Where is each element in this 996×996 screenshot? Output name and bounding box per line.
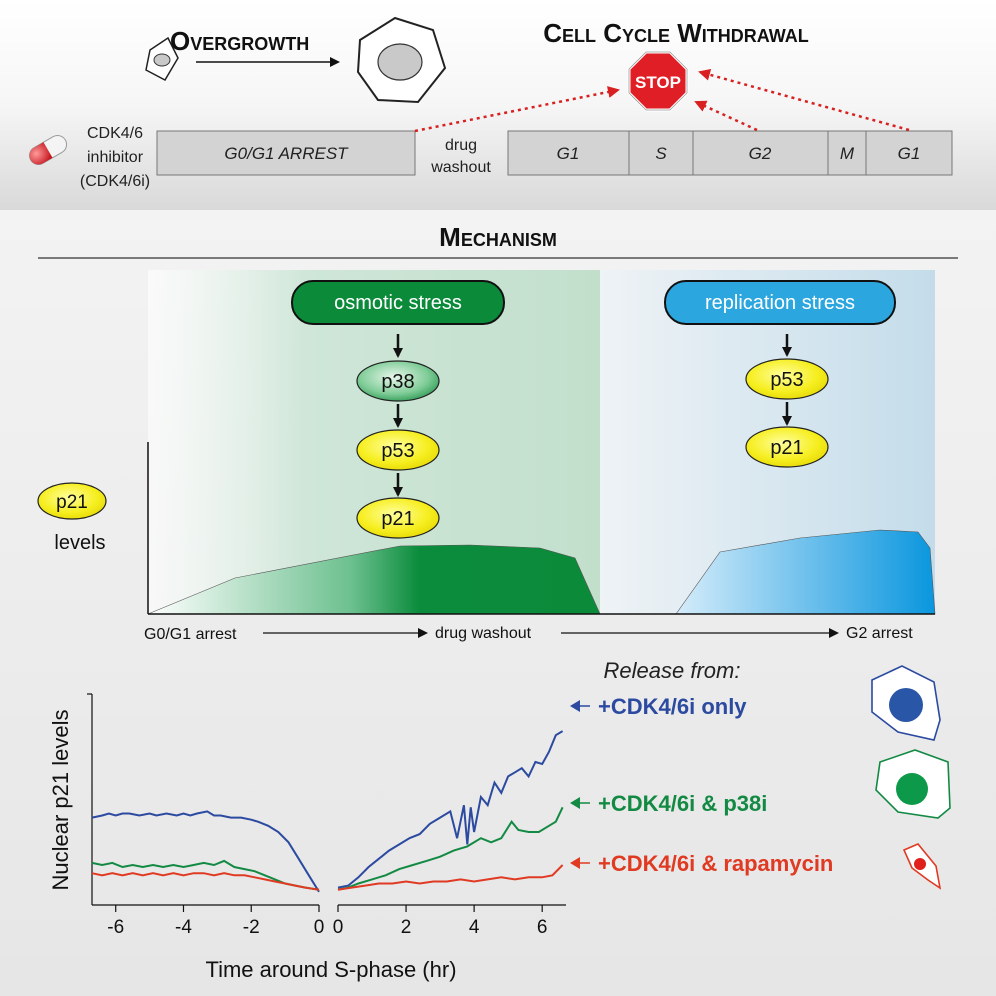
p21-label-right: p21 bbox=[770, 437, 803, 459]
phase-g2-label: G2 bbox=[749, 144, 772, 163]
drug-label-3: (CDK4/6i) bbox=[80, 173, 150, 190]
withdrawal-label: Cell Cycle Withdrawal bbox=[543, 18, 809, 48]
chart-x-tick-label-right: 4 bbox=[469, 917, 480, 938]
washout-label-1: drug bbox=[445, 137, 477, 154]
series-line-after-p38i bbox=[337, 806, 564, 891]
withdrawal-arrows bbox=[414, 68, 910, 133]
p21-badge-label: p21 bbox=[56, 492, 88, 513]
phase-m-box bbox=[827, 130, 867, 176]
legend-label-rapamycin: +CDK4/6i & rapamycin bbox=[598, 851, 833, 876]
legend-label-p38i: +CDK4/6i & p38i bbox=[598, 791, 767, 816]
large-cell-icon bbox=[356, 16, 447, 104]
small-cell-icon bbox=[145, 36, 179, 81]
chart-x-tick-label-right: 2 bbox=[401, 917, 412, 938]
cell-icon-p38i bbox=[875, 749, 951, 819]
legend-title: Release from: bbox=[604, 658, 741, 683]
levels-label: levels bbox=[54, 532, 105, 554]
p38-label: p38 bbox=[381, 371, 414, 393]
phase-m-label: M bbox=[840, 144, 855, 163]
stop-sign-label: STOP bbox=[635, 73, 681, 92]
chart-x-tick-label-right: 6 bbox=[537, 917, 548, 938]
p53-label-left: p53 bbox=[381, 440, 414, 462]
osmotic-p21-area bbox=[147, 544, 601, 615]
series-line-after-cdk-only bbox=[337, 730, 564, 889]
chart-x-tick-label-right: 0 bbox=[333, 917, 344, 938]
p53-label-right: p53 bbox=[770, 369, 803, 391]
series-line-after-rapamycin bbox=[337, 864, 564, 891]
phase-arrest-box bbox=[156, 130, 416, 176]
chart-x-axis-label: Time around S-phase (hr) bbox=[205, 957, 456, 982]
p21-levels-badge bbox=[37, 482, 107, 520]
phase-g1-label: G1 bbox=[557, 144, 580, 163]
stop-sign-icon: STOP bbox=[627, 50, 689, 112]
p21-label-left: p21 bbox=[381, 508, 414, 530]
chart-y-axis-label: Nuclear p21 levels bbox=[48, 710, 73, 891]
phase-g2-box bbox=[692, 130, 829, 176]
chart-x-tick-label-left: -4 bbox=[175, 917, 192, 938]
legend-arrow-p38i bbox=[570, 797, 580, 809]
phase-g1b-label: G1 bbox=[898, 144, 921, 163]
pill-capsule-icon bbox=[28, 135, 68, 165]
phase-arrest-label: G0/G1 ARREST bbox=[224, 144, 349, 163]
arrow-from-g1 bbox=[698, 68, 910, 132]
timeline-start-label: G0/G1 arrest bbox=[144, 626, 237, 643]
phase-s-label: S bbox=[655, 144, 667, 163]
washout-label-2: washout bbox=[430, 159, 491, 176]
legend-label-cdk-only: +CDK4/6i only bbox=[598, 694, 747, 719]
legend-arrow-rapamycin bbox=[570, 857, 580, 869]
series-line-before-p38i bbox=[91, 859, 320, 891]
legend-arrow-cdk-only bbox=[570, 700, 580, 712]
p21-node-right bbox=[745, 426, 829, 468]
overgrowth-label: Overgrowth bbox=[170, 26, 309, 56]
replication-stress-label: replication stress bbox=[705, 292, 855, 314]
chart-x-tick-label-left: 0 bbox=[314, 917, 325, 938]
mechanism-title: Mechanism bbox=[439, 222, 557, 252]
p21-node-left bbox=[356, 497, 440, 539]
phase-bar: G0/G1 ARREST G1 S G2 M G1 bbox=[156, 130, 953, 176]
p38-node bbox=[356, 360, 440, 402]
osmotic-stress-label: osmotic stress bbox=[334, 292, 462, 314]
osmotic-stress-box bbox=[291, 280, 505, 325]
replication-p21-area bbox=[675, 529, 936, 615]
drug-label-2: inhibitor bbox=[87, 149, 144, 166]
cell-icon-rapamycin bbox=[902, 843, 942, 890]
timeline-mid-label: drug washout bbox=[435, 625, 532, 642]
p53-node-right bbox=[745, 358, 829, 400]
timeline-end-label: G2 arrest bbox=[846, 625, 913, 642]
series-line-before-rapamycin bbox=[91, 872, 320, 891]
series-line-before-cdk-only bbox=[91, 810, 320, 893]
p53-node-left bbox=[356, 429, 440, 471]
phase-g1b-box bbox=[865, 130, 953, 176]
chart-x-tick-label-left: -6 bbox=[107, 917, 124, 938]
cell-icon-cdk-only bbox=[871, 665, 941, 741]
drug-label-1: CDK4/6 bbox=[87, 125, 143, 142]
replication-stress-box bbox=[664, 280, 896, 325]
chart-x-tick-label-left: -2 bbox=[243, 917, 260, 938]
